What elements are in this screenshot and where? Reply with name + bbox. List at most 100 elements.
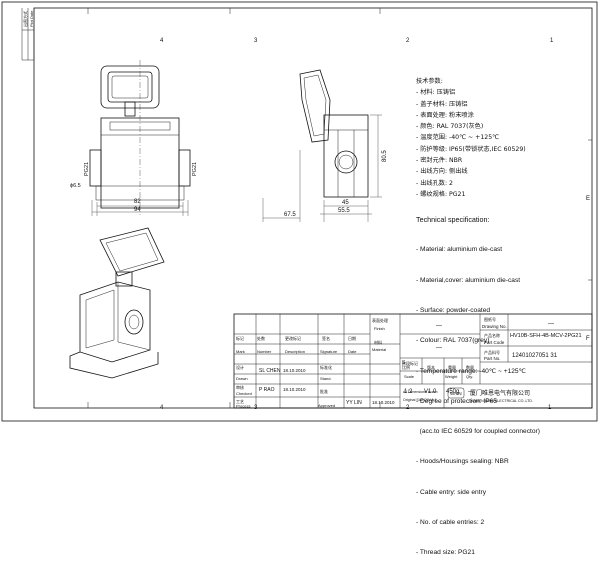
tb-approved-name: YY LIN — [346, 400, 362, 406]
tb-version-cn: 版本 — [427, 364, 435, 370]
spec-en-line: - Hoods/Housings sealing: NBR — [416, 458, 509, 466]
tb-checked-cn: 审核 — [236, 384, 244, 390]
revision-label-1: 出图方式 — [22, 11, 28, 27]
tb-dim-note2: Original Size DIN A 4 — [403, 398, 437, 402]
tb-change-cn: 更改标记 — [285, 335, 301, 341]
tb-qty-en: Qty. — [466, 374, 473, 379]
tb-scale-en: Scale — [404, 374, 415, 379]
tb-qty-val: — — [468, 389, 474, 395]
tb-date-cn: 日期 — [348, 335, 356, 341]
tb-process-cn: 工艺 — [236, 399, 244, 404]
spec-en-line: - Material: aluminium die-cast — [416, 246, 503, 254]
dim-pg-right: PG21 — [192, 162, 198, 176]
tb-finish-val: — — [436, 323, 442, 329]
dim-depth2: 45 — [342, 200, 349, 206]
spec-en-line: - Temperature range: -40℃ ~ +125℃ — [416, 367, 526, 375]
tb-dim-note1: All Dimensions in mm — [403, 390, 438, 394]
dim-hole: ϕ6.5 — [70, 183, 81, 189]
isometric-view — [69, 227, 165, 379]
spec-en-title: Technical specification: — [416, 215, 490, 225]
tb-approved-cn: 批准 — [320, 388, 328, 394]
tb-process-en: Process — [236, 404, 250, 409]
drawing-sheet: 出图方式 Plot Date 4 3 2 1 4 3 2 1 E F 82 94… — [1, 1, 598, 422]
zone-bottom-4: 4 — [160, 405, 164, 411]
zone-top-2: 2 — [406, 38, 410, 44]
spec-cn-line: - 颜色: RAL 7037(灰色) — [416, 123, 484, 131]
spec-cn-line: - 材料: 压铸铝 — [416, 89, 456, 97]
outer-frame — [1, 1, 598, 422]
tb-scale-val: 1:2 — [404, 389, 413, 395]
tb-stage-val: S — [402, 360, 406, 366]
spec-en-line: - Degree of protection: IP65 — [416, 397, 498, 405]
title-block — [233, 313, 593, 409]
tb-date-en: Date — [348, 349, 357, 354]
tb-checked-name: P RAO — [259, 387, 275, 393]
tb-material-val: — — [436, 345, 442, 351]
spec-cn-line: - 防护等级: IP65(带锁状态,IEC 60529) — [416, 145, 526, 153]
tb-part-code-val: HV10B-SFH-4B-MCV-2PG21 — [510, 333, 582, 339]
dim-depth1: 67.5 — [284, 212, 296, 218]
tb-num-en: Number — [257, 349, 272, 354]
spec-en-line: - Colour: RAL 7037(grey) — [416, 337, 490, 345]
tb-drawn-date: 18.10.2010 — [283, 368, 306, 373]
tb-drawing-no-val: — — [548, 321, 554, 327]
spec-cn-line: - 出线孔数: 2 — [416, 179, 453, 187]
spec-cn-line: - 螺纹规格: PG21 — [416, 190, 466, 198]
dim-height: 80.5 — [382, 150, 388, 162]
tb-rev-cn: 标记 — [236, 335, 244, 341]
tb-qty-cn: 数量 — [466, 364, 474, 370]
tb-drawn-cn: 设计 — [236, 364, 244, 370]
tb-drawn-en: Drawn — [236, 376, 248, 381]
tb-change-en: Description — [285, 349, 305, 354]
zone-top-3: 3 — [254, 38, 258, 44]
dim-width-inner: 82 — [134, 199, 141, 205]
dim-depth3: 55.5 — [338, 208, 350, 214]
revision-label-2: Plot Date — [29, 10, 34, 27]
tb-logo: WAIN — [450, 391, 462, 396]
tb-material-cn: 材料 — [374, 339, 382, 345]
tb-drawn-name: SL CHEN — [259, 368, 281, 374]
tb-material-en: Material — [372, 347, 386, 352]
tb-part-no-val: 12401027051 31 — [512, 353, 558, 359]
tb-sign-en: Signature — [320, 349, 338, 354]
spec-en-block: Technical specification: - Material: alu… — [416, 195, 592, 568]
side-view — [262, 69, 382, 222]
tb-approved-en: Approved — [318, 403, 335, 408]
tb-company-en: XIAMEN WAIN ELECTRICAL CO.,LTD. — [470, 399, 533, 403]
tb-finish-cn: 表面处理 — [372, 317, 388, 323]
spec-cn-line: - 温度范围: -40℃ ~ +125℃ — [416, 134, 500, 142]
tb-weight-cn: 重量 — [448, 364, 456, 370]
tb-checked-date: 18.10.2010 — [283, 387, 306, 392]
dim-pg-left: PG21 — [84, 162, 90, 176]
tb-rev-en: Mark — [236, 349, 245, 354]
spec-en-line: - No. of cable entries: 2 — [416, 519, 485, 526]
dim-width-outer: 94 — [134, 207, 141, 213]
spec-en-line: - Material,cover: aluminium die-cast — [416, 276, 521, 284]
tb-company-cn: 厦门唯恩电气有限公司 — [470, 389, 530, 397]
tb-scale-cn: 比例 — [402, 364, 410, 370]
tb-part-code-en: Part Code — [484, 340, 505, 345]
front-view — [89, 60, 191, 216]
spec-cn-block: 技术参数: - 材料: 压铸铝 - 盖子材料: 压铸铝 - 表面处理: 粉末喷涂… — [416, 76, 586, 200]
zone-top-1: 1 — [550, 38, 554, 44]
spec-cn-title: 技术参数: — [416, 78, 443, 85]
tb-approved-date: 18.10.2010 — [372, 400, 395, 405]
tb-drawing-no-cn: 图纸号 — [484, 316, 496, 322]
spec-cn-line: - 密封元件: NBR — [416, 157, 463, 165]
spec-cn-line: - 表面处理: 粉末喷涂 — [416, 111, 474, 119]
tb-drawing-no-en: Drawing No. — [482, 324, 507, 329]
tb-sign-cn: 签名 — [322, 335, 330, 341]
tb-std-cn: 标准化 — [320, 364, 332, 370]
tb-std-en: Stand. — [320, 376, 332, 381]
tb-num-cn: 处数 — [257, 335, 265, 341]
zone-right-e: E — [586, 196, 590, 202]
tb-weight-val: 450g — [446, 389, 459, 395]
zone-top-4: 4 — [160, 38, 164, 44]
tb-weight-en: Weight — [445, 374, 458, 379]
tb-finish-en: Finish — [374, 326, 385, 331]
tb-part-no-cn: 产品料号 — [484, 349, 500, 355]
spec-en-line: - Thread size: PG21 — [416, 549, 475, 557]
tb-checked-en: Checked — [236, 391, 252, 396]
spec-en-line: (acc.to IEC 60529 for coupled connector) — [416, 428, 540, 436]
tb-part-code-cn: 产品名称 — [484, 332, 500, 338]
